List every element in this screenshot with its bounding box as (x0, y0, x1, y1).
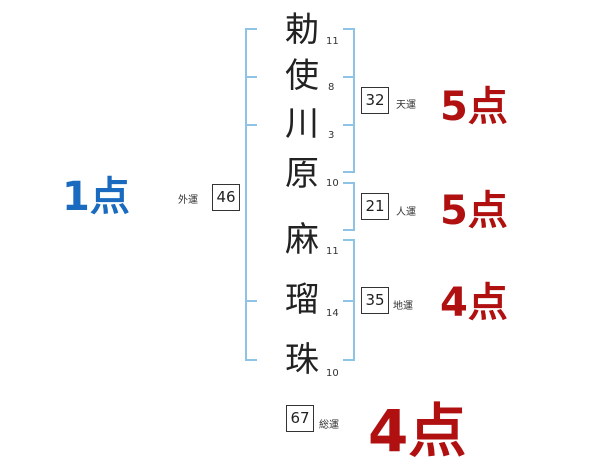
name-char: 原 (285, 154, 319, 194)
stroke-count: 10 (326, 368, 339, 379)
sou-label: 総運 (319, 420, 339, 431)
name-char: 川 (285, 104, 319, 144)
name-char: 瑠 (285, 280, 319, 320)
sou-score: 4点 (368, 397, 467, 465)
stroke-count: 3 (328, 130, 335, 141)
jin-value: 21 (361, 193, 389, 220)
stroke-count: 14 (326, 308, 339, 319)
gai-label: 外運 (178, 195, 198, 206)
ten-score: 5点 (440, 84, 508, 130)
name-char: 麻 (285, 220, 319, 260)
stroke-count: 11 (326, 246, 339, 257)
chi-score: 4点 (440, 280, 508, 326)
stroke-count: 10 (326, 178, 339, 189)
gai-value: 46 (212, 184, 240, 211)
stroke-count: 8 (328, 82, 335, 93)
ten-value: 32 (361, 87, 389, 114)
name-char: 勅 (285, 10, 319, 50)
gai-score: 1点 (62, 174, 130, 220)
name-char: 珠 (285, 340, 319, 380)
jin-score: 5点 (440, 188, 508, 234)
sou-value: 67 (286, 405, 314, 432)
ten-label: 天運 (396, 100, 416, 111)
name-char: 使 (285, 56, 319, 96)
stroke-count: 11 (326, 36, 339, 47)
jin-label: 人運 (396, 207, 416, 218)
chi-value: 35 (361, 287, 389, 314)
chi-label: 地運 (393, 301, 413, 312)
